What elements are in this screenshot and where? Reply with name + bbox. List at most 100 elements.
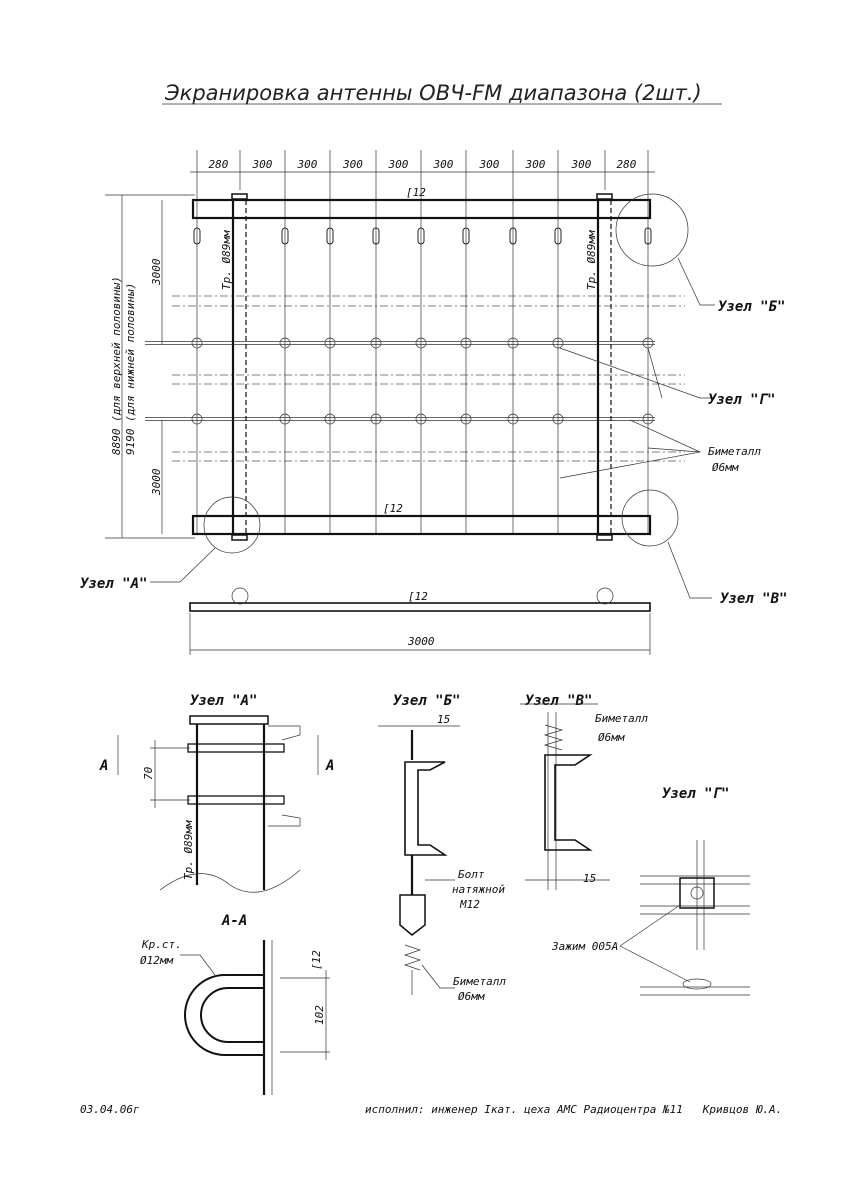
turnbuckle-icon	[372, 227, 380, 245]
clamp-top-view	[679, 877, 715, 909]
leader-bimetal-b	[421, 964, 455, 989]
detail-g-title: Узел "Г"	[662, 786, 729, 802]
top-dim-2: 300	[252, 158, 273, 171]
bimetal-label: Биметалл	[708, 445, 761, 458]
top-dim-8: 300	[525, 158, 546, 171]
leader-clamp	[619, 904, 681, 947]
side-view-channel-label: [12	[408, 590, 428, 603]
pipe-cap	[596, 534, 613, 541]
side-view-channel	[189, 602, 651, 612]
wire-clamp-icon	[191, 413, 203, 425]
side-length-dim: 3000	[407, 635, 435, 648]
leader-g	[559, 347, 715, 399]
wire-clamp-icon	[324, 413, 336, 425]
leader-b	[677, 257, 715, 306]
wire-clamp-icon	[279, 337, 291, 349]
dim-3000-top: 3000	[150, 258, 163, 286]
top-dim-6: 300	[433, 158, 454, 171]
u-bolt-inner	[200, 987, 264, 1043]
wire-clamp-icon	[370, 337, 382, 349]
top-dim-1: 280	[209, 158, 229, 171]
wire-clamp-icon	[507, 337, 519, 349]
wire-clamp-icon	[552, 413, 564, 425]
leader-g2	[647, 347, 663, 399]
side-view-pipe-left	[231, 587, 249, 605]
leader-a	[150, 547, 216, 583]
pipe-cap	[596, 193, 613, 200]
section-mark-right: А	[325, 758, 334, 774]
bracket-v	[544, 754, 593, 851]
turnbuckle-icon	[281, 227, 289, 245]
dim-15-v: 15	[583, 872, 596, 885]
bolt-label-3: М12	[459, 898, 480, 911]
turnbuckle-icon	[326, 227, 334, 245]
channel-label-bottom: [12	[383, 502, 403, 515]
turnbuckle-icon	[509, 227, 517, 245]
turnbuckle-icon	[462, 227, 470, 245]
detail-v-bimetal-dia: Ø6мм	[598, 731, 625, 744]
channel-beam	[191, 198, 652, 220]
detail-b-bimetal-dia: Ø6мм	[458, 990, 485, 1003]
bolt-label-1: Болт	[458, 868, 485, 881]
node-b-circle	[615, 193, 689, 267]
side-view-pipe-right	[596, 587, 614, 605]
wire-clamp-icon	[642, 413, 654, 425]
clamp-nut	[690, 886, 704, 900]
leader-bimetal2	[647, 447, 701, 453]
spring	[543, 724, 564, 751]
pipe-cap	[231, 193, 248, 200]
turnbuckle-icon	[417, 227, 425, 245]
wire-clamp-icon	[460, 337, 472, 349]
rod-label: Кр.ст.	[141, 938, 182, 951]
dim-height-lower: 9190 (для нижней половины)	[124, 283, 137, 455]
turnbuckle	[399, 894, 426, 936]
dim-70: 70	[142, 766, 155, 780]
turnbuckle-icon	[644, 227, 652, 245]
bimetal-dia: Ø6мм	[712, 461, 739, 474]
leader-rod	[180, 954, 216, 976]
footer-author: исполнил: инженер Iкат. цеха АМС Радиоце…	[365, 1103, 782, 1116]
detail-a-plate	[189, 715, 269, 725]
top-dim-9: 300	[571, 158, 592, 171]
node-v-label: Узел "В"	[720, 591, 787, 607]
wire-clamp-icon	[415, 337, 427, 349]
u-bolt-section	[184, 974, 264, 1056]
node-v-circle	[621, 489, 679, 547]
wire-clamp-icon	[279, 413, 291, 425]
pipe-cap	[231, 534, 248, 541]
top-dim-3: 300	[297, 158, 318, 171]
dim-height-upper: 8890 (для верхней половины)	[110, 276, 123, 455]
wire-clamp-icon	[460, 413, 472, 425]
dim-3000-bottom: 3000	[150, 468, 163, 496]
main-frame	[145, 190, 685, 541]
detail-a-pipe-label: Тр. Ø89мм	[182, 820, 195, 880]
channel-beam	[191, 514, 652, 536]
top-dim-5: 300	[388, 158, 409, 171]
section-channel-label: [12	[310, 950, 323, 970]
section-mark-left: А	[99, 758, 108, 774]
wire-clamp-icon	[191, 337, 203, 349]
pipe-label-left: Тр. Ø89мм	[220, 230, 233, 290]
clamp-side-view	[682, 978, 712, 990]
clamp-label: Зажим 005А	[551, 940, 618, 953]
node-b-label: Узел "Б"	[718, 299, 785, 315]
channel-flange	[268, 725, 301, 827]
break-line	[159, 869, 301, 893]
turnbuckle-icon	[554, 227, 562, 245]
bolt-label-2: натяжной	[452, 883, 505, 896]
footer-date: 03.04.06г	[80, 1103, 140, 1116]
u-bolt-upper	[187, 743, 285, 753]
wire-clamp-icon	[507, 413, 519, 425]
detail-v-bimetal: Биметалл	[595, 712, 648, 725]
node-a-circle	[203, 496, 261, 554]
node-a-label: Узел "А"	[80, 576, 147, 592]
wire-clamp-icon	[324, 337, 336, 349]
u-bolt-lower	[187, 795, 285, 805]
dim-102: 102	[313, 1005, 326, 1025]
leader-v	[667, 541, 712, 599]
pipe-label-right: Тр. Ø89мм	[585, 230, 598, 290]
top-dim-10: 280	[617, 158, 637, 171]
